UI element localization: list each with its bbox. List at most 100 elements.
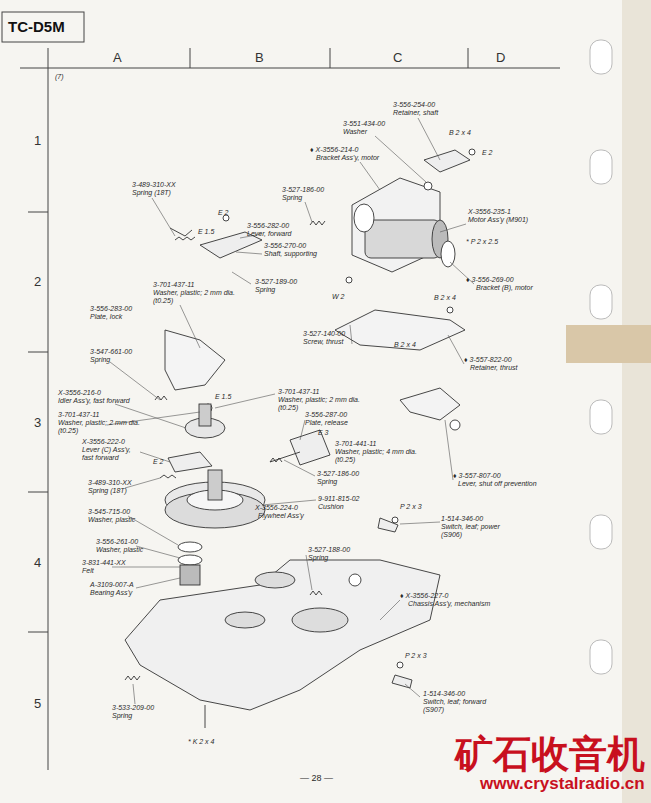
part-callout: W 2 bbox=[332, 293, 344, 301]
part-callout: Idler Ass'y, fast forward bbox=[58, 397, 130, 405]
part-callout: Spring bbox=[112, 712, 132, 720]
leader-lines bbox=[107, 118, 474, 704]
part-callout: 3-547-661-00 bbox=[90, 348, 132, 356]
part-callout: Plate, release bbox=[305, 419, 348, 427]
part-callout: 3-556-261-00 bbox=[96, 538, 138, 546]
row-number: 4 bbox=[34, 556, 41, 570]
part-callout: Spring bbox=[308, 554, 328, 562]
row-number: 1 bbox=[34, 134, 41, 148]
frame bbox=[2, 12, 560, 770]
part-callout: E 2 bbox=[218, 209, 229, 217]
part-callout: Spring (18T) bbox=[88, 487, 127, 495]
part-callout: Lever, forward bbox=[247, 230, 291, 238]
part-callout: 3-527-188-00 bbox=[308, 546, 350, 554]
part-callout: B 2 x 4 bbox=[434, 294, 456, 302]
part-callout: E 1.5 bbox=[215, 393, 231, 401]
part-callout: 3-556-270-00 bbox=[264, 242, 306, 250]
part-callout: * K 2 x 4 bbox=[188, 738, 214, 746]
part-callout: Spring bbox=[317, 478, 337, 486]
part-callout: X-3556-216-0 bbox=[58, 389, 101, 397]
part-callout: 3-556-287-00 bbox=[305, 411, 347, 419]
column-letter: C bbox=[393, 51, 402, 65]
part-callout: Washer, plastic; 4 mm dia. bbox=[335, 448, 417, 456]
part-callout: 3-556-254-00 bbox=[393, 101, 435, 109]
part-callout: Washer bbox=[343, 128, 367, 136]
part-callout: ♦ X-3556-227-0 bbox=[400, 592, 448, 600]
page-number: — 28 — bbox=[300, 774, 333, 782]
part-callout: ♦ 3-557-822-00 bbox=[464, 356, 512, 364]
column-letter: D bbox=[496, 51, 505, 65]
column-letter: A bbox=[113, 51, 122, 65]
part-callout: 3-831-441-XX bbox=[82, 559, 126, 567]
part-callout: B 2 x 4 bbox=[394, 341, 416, 349]
row-number: 2 bbox=[34, 275, 41, 289]
part-callout: fast forward bbox=[82, 454, 119, 462]
part-callout: 3-527-186-00 bbox=[282, 186, 324, 194]
part-callout: Spring bbox=[90, 356, 110, 364]
part-callout: E 2 bbox=[153, 458, 164, 466]
part-callout: (S907) bbox=[423, 706, 444, 714]
part-callout: 3-533-209-00 bbox=[112, 704, 154, 712]
part-callout: 9-911-815-02 bbox=[318, 495, 360, 503]
part-callout: Lever (C) Ass'y, bbox=[82, 446, 131, 454]
part-callout: A-3109-007-A bbox=[90, 581, 134, 589]
part-callout: 3-556-283-00 bbox=[90, 305, 132, 313]
column-letter: B bbox=[255, 51, 264, 65]
part-callout: 3-701-437-11 bbox=[58, 411, 100, 419]
part-callout: Washer, plastic; 2 mm dia. bbox=[153, 289, 235, 297]
part-callout: 3-701-441-11 bbox=[335, 440, 377, 448]
part-callout: * P 2 x 2.5 bbox=[466, 238, 498, 246]
part-callout: 3-489-310-XX bbox=[132, 181, 176, 189]
part-callout: 3-527-140-00 bbox=[303, 330, 345, 338]
row-number: 3 bbox=[34, 416, 41, 430]
part-callout: Shaft, supporting bbox=[264, 250, 317, 258]
part-callout: E 2 bbox=[482, 149, 493, 157]
part-callout: 3-545-715-00 bbox=[88, 508, 130, 516]
part-callout: Washer, plastic; 2 mm dia. bbox=[278, 396, 360, 404]
part-callout: E 3 bbox=[318, 429, 329, 437]
page-edge bbox=[566, 0, 651, 803]
part-callout: ♦ 3-556-269-00 bbox=[466, 276, 514, 284]
part-callout: P 2 x 3 bbox=[405, 652, 427, 660]
part-callout: X-3556-224-0 bbox=[255, 504, 298, 512]
part-callout: E 1.5 bbox=[198, 228, 214, 236]
part-callout: (S906) bbox=[441, 531, 462, 539]
watermark-url: www.crystalradio.cn bbox=[480, 774, 645, 794]
part-callout: Switch, leaf; forward bbox=[423, 698, 486, 706]
part-callout: Bracket (B), motor bbox=[476, 284, 533, 292]
part-callout: Spring (18T) bbox=[132, 189, 171, 197]
part-callout: Felt bbox=[82, 567, 94, 575]
part-callout: ♦ X-3556-214-0 bbox=[310, 146, 358, 154]
part-callout: Retainer, shaft bbox=[393, 109, 438, 117]
watermark: 矿石收音机 bbox=[455, 733, 645, 775]
part-callout: Flywheel Ass'y bbox=[258, 512, 304, 520]
part-callout: Retainer, thrust bbox=[470, 364, 517, 372]
parts bbox=[125, 149, 475, 728]
part-callout: 1-514-346-00 bbox=[441, 515, 483, 523]
part-callout: Cushion bbox=[318, 503, 344, 511]
part-callout: (t0.25) bbox=[153, 297, 173, 305]
part-callout: Bearing Ass'y bbox=[90, 589, 132, 597]
part-callout: 3-489-310-XX bbox=[88, 479, 132, 487]
part-callout: Spring bbox=[255, 286, 275, 294]
part-callout: 3-551-434-00 bbox=[343, 120, 385, 128]
part-callout: Screw, thrust bbox=[303, 338, 343, 346]
section-number: (7) bbox=[55, 73, 64, 81]
part-callout: (t0.25) bbox=[58, 427, 78, 435]
part-callout: 3-701-437-11 bbox=[278, 388, 320, 396]
part-callout: Switch, leaf; power bbox=[441, 523, 500, 531]
part-callout: Washer, plastic bbox=[88, 516, 135, 524]
part-callout: Motor Ass'y (M901) bbox=[468, 216, 528, 224]
part-callout: 3-527-189-00 bbox=[255, 278, 297, 286]
part-callout: (t0.25) bbox=[335, 456, 355, 464]
part-callout: Lever, shut off prevention bbox=[458, 480, 537, 488]
part-callout: X-3556-222-0 bbox=[82, 438, 125, 446]
part-callout: X-3556-235-1 bbox=[468, 208, 511, 216]
part-callout: 1-514-346-00 bbox=[423, 690, 465, 698]
part-callout: Plate, lock bbox=[90, 313, 122, 321]
part-callout: Chassis Ass'y, mechanism bbox=[408, 600, 490, 608]
part-callout: P 2 x 3 bbox=[400, 503, 422, 511]
part-callout: Washer, plastic bbox=[96, 546, 143, 554]
part-callout: B 2 x 4 bbox=[449, 129, 471, 137]
part-callout: (t0.25) bbox=[278, 404, 298, 412]
